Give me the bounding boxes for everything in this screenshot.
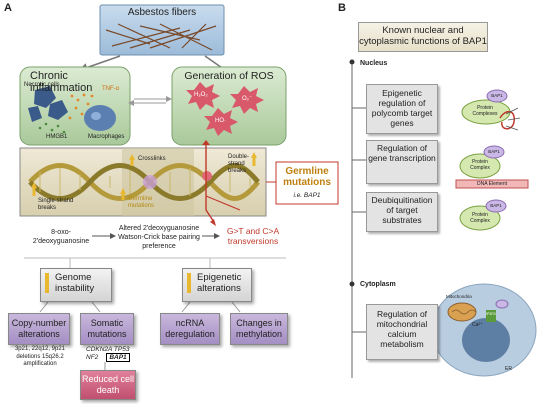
protein-complex-label-2: Protein Complex xyxy=(470,212,490,224)
genome-instability-box: Genome instability xyxy=(40,268,112,302)
necrotic-cells-label: Necrotic cells xyxy=(24,82,60,88)
asbestos-label: Asbestos fibers xyxy=(127,7,197,18)
mitochondria-label: Mitochondria xyxy=(446,294,472,299)
calcium-label: Ca²⁺ xyxy=(472,322,483,328)
function-polycomb-label: Epigenetic regulation of polycomb target… xyxy=(371,88,433,128)
cytoplasm-label: Cytoplasm xyxy=(360,281,396,288)
germline-sub: i.e. BAP1 xyxy=(293,192,321,199)
ncrna-box: ncRNA deregulation xyxy=(160,313,220,345)
epigenetic-box: Epigenetic alterations xyxy=(182,268,252,302)
germline-title: Germline mutations xyxy=(283,166,331,188)
bap1-gene-box: BAP1 xyxy=(106,353,130,362)
somatic-label: Somatic mutations xyxy=(87,318,127,339)
bap1-label-1: BAP1 xyxy=(491,93,503,98)
copy-number-label: Copy-number alterations xyxy=(11,318,67,339)
panel-b-title: Known nuclear and cytoplasmic functions … xyxy=(358,22,488,52)
copy-number-detail: 3p21, 22q12, 9p21 deletions 15q26.2 ampl… xyxy=(14,346,66,367)
ip3r3-label: IP3R3 xyxy=(486,312,496,316)
function-polycomb-box: Epigenetic regulation of polycomb target… xyxy=(366,84,438,134)
function-transcription-label: Regulation of gene transcription xyxy=(368,143,436,163)
somatic-gene-nf2: NF2 xyxy=(86,354,99,361)
germline-small-label: Germline mutations xyxy=(128,196,155,209)
somatic-genes: CDKN2A TP53 xyxy=(86,346,130,353)
genome-instability-label: Genome instability xyxy=(55,272,95,294)
h2o2-label: H₂O₂ xyxy=(194,92,208,98)
oxo-label: 8-oxo-2'deoxyguanosine xyxy=(32,229,90,245)
bap1-label-3: BAP1 xyxy=(490,203,502,208)
function-calcium-label: Regulation of mitochondrial calcium meta… xyxy=(376,309,428,349)
crosslinks-label: Crosslinks xyxy=(138,156,166,162)
altered-label: Altered 2'deoxyguanosine Watson-Crick ba… xyxy=(118,225,200,250)
reduced-cell-death-box: Reduced cell death xyxy=(80,370,136,400)
tnf-label: TNF-α xyxy=(102,86,120,92)
bap1-label-2: BAP1 xyxy=(488,149,500,154)
hmgb1-label: HMGB1 xyxy=(46,134,68,140)
panel-a-letter: A xyxy=(4,2,12,14)
ros-title: Generation of ROS xyxy=(184,70,274,82)
function-deubiquitination-box: Deubiquitination of target substrates xyxy=(366,192,438,232)
er-label: ER xyxy=(505,366,512,372)
function-deubiquitination-label: Deubiquitination of target substrates xyxy=(371,195,433,225)
nucleus-label: Nucleus xyxy=(360,60,388,67)
panel-b-letter: B xyxy=(338,2,346,14)
chronic-inflammation-title: Chronic inflammation xyxy=(30,70,93,94)
macrophages-label: Macrophages xyxy=(88,134,125,140)
reduced-cell-death-label: Reduced cell death xyxy=(81,374,135,395)
protein-complex-label-1: Protein Complex xyxy=(470,159,490,171)
dna-element-label: DNA Element xyxy=(476,181,507,187)
protein-complexes-label: Protein Complexes xyxy=(472,105,498,117)
function-transcription-box: Regulation of gene transcription xyxy=(366,140,438,184)
somatic-box: Somatic mutations xyxy=(80,313,134,345)
epigenetic-label: Epigenetic alterations xyxy=(197,272,242,294)
o2-label: O₂⁻ xyxy=(242,96,253,102)
copy-number-box: Copy-number alterations xyxy=(8,313,70,345)
single-strand-label: Single-strand breaks xyxy=(38,198,74,211)
ncrna-label: ncRNA deregulation xyxy=(165,318,215,339)
transversions-label: G>T and C>A transversions xyxy=(226,226,280,246)
double-strand-label: Double-strand breaks xyxy=(228,154,250,174)
methylation-label: Changes in methylation xyxy=(235,318,283,339)
methylation-box: Changes in methylation xyxy=(230,313,288,345)
function-calcium-box: Regulation of mitochondrial calcium meta… xyxy=(366,304,438,360)
ho-label: HO· xyxy=(215,118,226,124)
